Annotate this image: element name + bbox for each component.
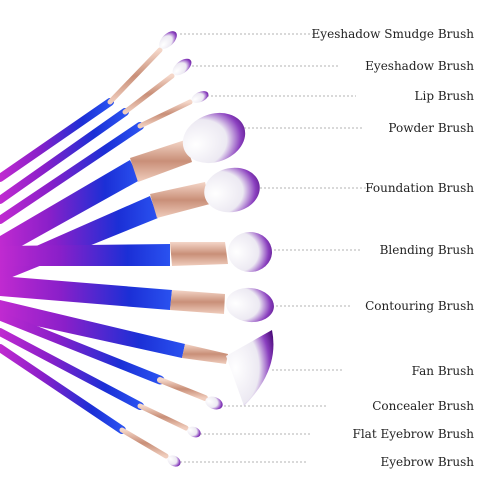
flat-eyebrow-brush	[0, 328, 201, 438]
lip-brush	[0, 91, 209, 224]
eyebrow-brush	[0, 344, 181, 467]
contouring-brush	[0, 276, 274, 323]
label-contouring-brush: Contouring Brush	[365, 299, 474, 313]
eyeshadow-smudge-brush	[0, 31, 177, 182]
fan-brush	[0, 300, 274, 406]
concealer-brush	[0, 311, 223, 410]
label-fan-brush: Fan Brush	[411, 364, 474, 378]
label-blending-brush: Blending Brush	[379, 243, 474, 257]
blending-brush	[0, 232, 272, 272]
label-concealer-brush: Concealer Brush	[372, 399, 474, 413]
eyeshadow-brush	[0, 58, 192, 204]
label-foundation-brush: Foundation Brush	[365, 181, 474, 195]
label-eyeshadow-smudge-brush: Eyeshadow Smudge Brush	[311, 27, 474, 41]
label-flat-eyebrow-brush: Flat Eyebrow Brush	[352, 427, 475, 441]
label-eyeshadow-brush: Eyeshadow Brush	[365, 59, 474, 73]
powder-brush	[0, 112, 246, 258]
leader-lines	[180, 33, 370, 463]
label-powder-brush: Powder Brush	[388, 121, 474, 135]
label-eyebrow-brush: Eyebrow Brush	[380, 455, 474, 469]
label-lip-brush: Lip Brush	[414, 89, 474, 103]
